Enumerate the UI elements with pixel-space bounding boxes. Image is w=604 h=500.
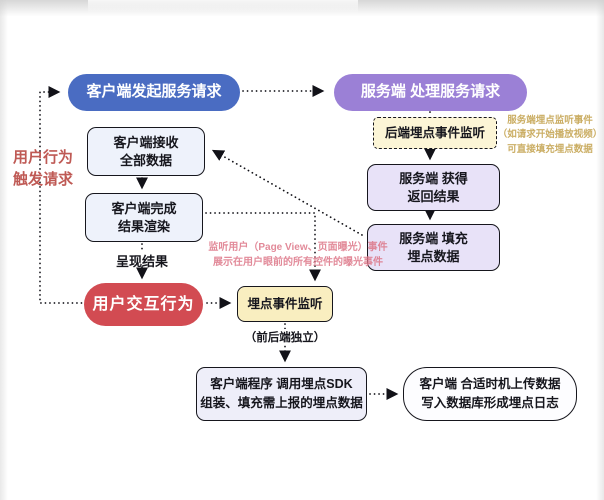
node-upload-data-line1: 客户端 合适时机上传数据 bbox=[419, 376, 561, 391]
node-server-fill-line1: 服务端 填充 bbox=[399, 230, 468, 246]
node-server-fill[interactable]: 服务端 填充 埋点数据 bbox=[367, 224, 500, 271]
node-backend-event-listener[interactable]: 后端埋点事件监听 bbox=[373, 117, 497, 149]
node-client-receive-line1: 客户端接收 bbox=[113, 134, 179, 150]
arrow-fill-to-client-receive bbox=[211, 149, 363, 236]
node-event-listener-label: 埋点事件监听 bbox=[247, 296, 323, 311]
label-present-result: 呈现结果 bbox=[96, 251, 188, 270]
node-client-render-line2: 结果渲染 bbox=[117, 218, 170, 234]
node-sdk-call-line2: 组装、填充需上报的埋点数据 bbox=[200, 396, 363, 410]
node-server-process-label: 服务端 处理服务请求 bbox=[360, 83, 501, 101]
label-independent-note-text: （前后端独立） bbox=[244, 332, 326, 344]
photo-edge-right bbox=[596, 0, 604, 500]
node-backend-event-listener-label: 后端埋点事件监听 bbox=[384, 125, 485, 140]
node-client-receive-line2: 全部数据 bbox=[119, 152, 172, 168]
node-client-render[interactable]: 客户端完成 结果渲染 bbox=[85, 193, 203, 242]
node-sdk-call-line1: 客户端程序 调用埋点SDK bbox=[210, 375, 352, 394]
node-client-request-label: 客户端发起服务请求 bbox=[86, 83, 222, 101]
label-independent-note: （前后端独立） bbox=[232, 329, 338, 345]
node-event-listener[interactable]: 埋点事件监听 bbox=[237, 286, 333, 322]
node-server-process[interactable]: 服务端 处理服务请求 bbox=[334, 74, 527, 111]
annotation-user-trigger-line1: 用户行为 bbox=[12, 149, 73, 166]
node-server-result-line2: 返回结果 bbox=[407, 188, 460, 204]
node-server-fill-line2: 埋点数据 bbox=[407, 248, 460, 264]
node-sdk-call-line1-bold: 埋点SDK bbox=[301, 376, 353, 391]
annotation-pageview-note-line2: 展示在用户眼前的所有控件的曝光事件 bbox=[213, 257, 383, 268]
photo-edge-left bbox=[0, 0, 8, 500]
annotation-pageview-note-line1: 监听用户（Page View、页面曝光）事件 bbox=[208, 242, 388, 253]
node-user-interaction[interactable]: 用户交互行为 bbox=[84, 283, 203, 326]
label-present-result-text: 呈现结果 bbox=[115, 254, 168, 269]
node-sdk-call[interactable]: 客户端程序 调用埋点SDK 组装、填充需上报的埋点数据 bbox=[196, 367, 367, 421]
node-server-result[interactable]: 服务端 获得 返回结果 bbox=[367, 164, 500, 211]
annotation-server-note-line2: （如请求开始播放视频） bbox=[497, 129, 603, 141]
node-upload-data-line2: 写入数据库形成埋点日志 bbox=[421, 394, 559, 413]
annotation-server-note-line3: 可直接填充埋点数据 bbox=[507, 143, 593, 155]
annotation-user-trigger-line2: 触发请求 bbox=[12, 170, 73, 188]
annotation-pageview-note: 监听用户（Page View、页面曝光）事件 展示在用户眼前的所有控件的曝光事件 bbox=[186, 240, 410, 270]
photo-edge-top-middle bbox=[88, 0, 358, 14]
node-sdk-call-line1-prefix: 客户端程序 调用 bbox=[210, 376, 302, 391]
node-user-interaction-label: 用户交互行为 bbox=[92, 295, 195, 313]
node-server-result-line1: 服务端 获得 bbox=[399, 170, 468, 186]
node-upload-data-line2-bold: 埋点日志 bbox=[508, 396, 559, 410]
node-client-render-line1: 客户端完成 bbox=[111, 200, 177, 216]
annotation-server-note-line1: 服务端埋点监听事件 bbox=[507, 115, 593, 126]
node-client-request[interactable]: 客户端发起服务请求 bbox=[68, 74, 240, 111]
node-upload-data-line2-prefix: 写入数据库形成 bbox=[421, 396, 509, 410]
annotation-user-trigger: 用户行为 触发请求 bbox=[6, 147, 80, 191]
node-upload-data[interactable]: 客户端 合适时机上传数据 写入数据库形成埋点日志 bbox=[403, 367, 577, 421]
annotation-server-note: 服务端埋点监听事件 （如请求开始播放视频） 可直接填充埋点数据 bbox=[496, 114, 604, 157]
arrow-interaction-to-request-loop bbox=[39, 86, 87, 304]
node-client-receive[interactable]: 客户端接收 全部数据 bbox=[87, 127, 205, 176]
